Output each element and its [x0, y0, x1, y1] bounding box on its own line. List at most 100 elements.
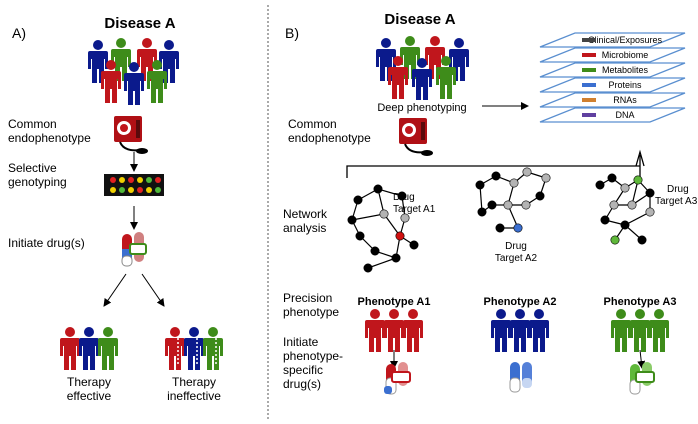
network-node — [509, 178, 519, 188]
device-monitor-icon — [114, 116, 148, 154]
omics-layer-glyph — [582, 38, 596, 42]
network-edge — [383, 213, 401, 237]
network-edge — [367, 257, 397, 269]
phenotype-a2-title: Phenotype A2 — [484, 296, 557, 308]
omics-layer — [539, 62, 686, 78]
arrow-a4 — [141, 273, 165, 307]
phenotype-a1-group — [365, 309, 423, 352]
network-node — [370, 246, 380, 256]
drug-target-a1-1: Drug — [393, 192, 415, 203]
network-node — [355, 231, 365, 241]
person-icon — [491, 309, 511, 352]
omics-layer-glyph — [582, 53, 596, 57]
pill-capsule-icon — [629, 362, 655, 395]
panel-b-title: Disease A — [384, 11, 455, 28]
drug-target-a2-2: Target A2 — [495, 253, 538, 264]
network-label-2: analysis — [283, 221, 326, 235]
step-endophenotype-2: endophenotype — [8, 131, 91, 145]
network-node — [620, 183, 630, 193]
deep-phenotyping-label: Deep phenotyping — [377, 102, 466, 114]
initiate-label-3: specific — [283, 363, 323, 377]
network-graph-3 — [595, 173, 655, 245]
phenotype-a2-group — [491, 309, 549, 352]
network-edge — [351, 213, 385, 221]
endophenotype-b-1: Common — [288, 117, 337, 131]
network-label-1: Network — [283, 207, 328, 221]
person-icon — [184, 327, 204, 370]
omics-layer-glyph — [582, 68, 596, 72]
pill-capsule-icon — [509, 362, 532, 393]
panel-a: A) Disease A Common endophenotype Select… — [8, 15, 223, 403]
network-edge — [624, 211, 651, 226]
outcome-ineffective-2: ineffective — [167, 389, 221, 403]
step-endophenotype-1: Common — [8, 117, 57, 131]
person-icon — [365, 309, 385, 352]
arrow-a3-drug — [637, 349, 646, 369]
outcome-ineffective-1: Therapy — [172, 375, 216, 389]
gene-array-icon — [104, 174, 164, 196]
network-node — [541, 173, 551, 183]
network-graph-2 — [475, 167, 551, 233]
precision-label-2: phenotype — [283, 305, 339, 319]
network-node — [400, 213, 410, 223]
network-node — [521, 200, 531, 210]
person-icon — [384, 309, 404, 352]
omics-layer-glyph — [582, 83, 596, 87]
network-graph-1 — [347, 184, 419, 273]
network-node — [347, 215, 357, 225]
person-icon — [165, 327, 185, 370]
effective-group — [60, 327, 118, 370]
person-icon — [79, 327, 99, 370]
outcome-effective-1: Therapy — [67, 375, 111, 389]
network-node — [409, 240, 419, 250]
network-node — [627, 200, 637, 210]
step-genotyping-2: genotyping — [8, 175, 67, 189]
network-node — [363, 263, 373, 273]
step-genotyping-1: Selective — [8, 161, 57, 175]
network-node — [379, 209, 389, 219]
person-icon — [611, 309, 631, 352]
network-node — [595, 180, 605, 190]
patient-group-a — [88, 38, 179, 105]
ineffective-group — [165, 327, 223, 370]
omics-layers-icon: DNARNAsProteinsMetabolitesMicrobiomeClin… — [539, 32, 686, 123]
network-node — [487, 200, 497, 210]
person-icon — [529, 309, 549, 352]
network-node — [620, 220, 630, 230]
drug-target-node — [633, 175, 643, 185]
person-icon — [403, 309, 423, 352]
omics-layer-label: Microbiome — [602, 50, 649, 60]
bracket — [346, 155, 641, 178]
network-node — [391, 253, 401, 263]
phenotype-a3-group — [611, 309, 669, 352]
network-node — [353, 195, 363, 205]
initiate-label-4: drug(s) — [283, 377, 321, 391]
person-icon — [203, 327, 223, 370]
network-node — [645, 188, 655, 198]
omics-layer-label: Clinical/Exposures — [588, 35, 663, 45]
network-node — [503, 200, 513, 210]
drug-target-node — [513, 223, 523, 233]
person-icon — [98, 327, 118, 370]
pill-capsule-icon — [121, 232, 147, 267]
drug-target-node — [395, 231, 405, 241]
omics-layer — [539, 47, 686, 63]
network-edge — [479, 184, 483, 213]
omics-layer-label: DNA — [615, 110, 634, 120]
network-node — [522, 167, 532, 177]
person-icon — [60, 327, 80, 370]
pill-capsule-icon — [384, 362, 411, 395]
drug-target-a1-2: Target A1 — [393, 204, 436, 215]
drug-target-a3-1: Drug — [667, 184, 689, 195]
network-node — [535, 191, 545, 201]
omics-layer — [539, 92, 686, 108]
omics-layer-glyph — [582, 98, 596, 102]
panel-a-label: A) — [12, 25, 26, 41]
network-node — [637, 235, 647, 245]
panel-a-title: Disease A — [104, 15, 175, 32]
phenotype-a1-title: Phenotype A1 — [358, 296, 431, 308]
network-node — [495, 223, 505, 233]
initiate-label-2: phenotype- — [283, 349, 343, 363]
arrow-a3 — [103, 273, 127, 307]
